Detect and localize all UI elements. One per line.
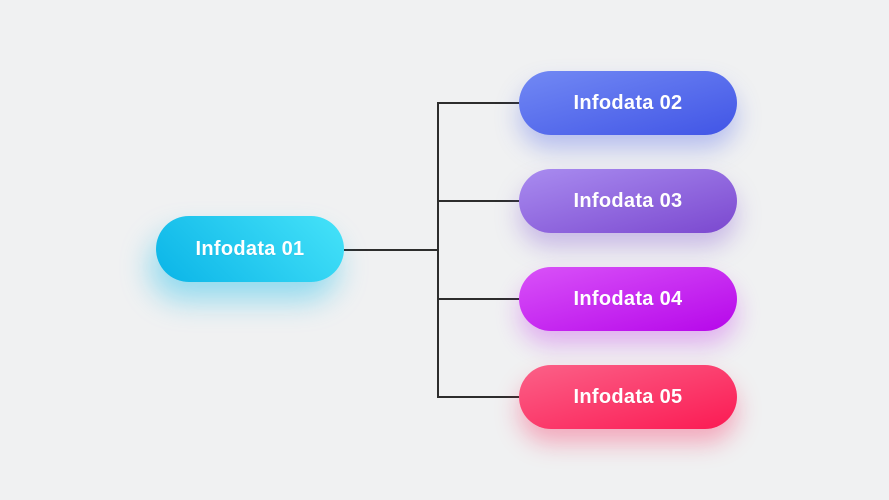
node-infodata-01-label: Infodata 01	[195, 237, 305, 260]
node-infodata-02[interactable]: Infodata 02	[519, 71, 737, 135]
node-infodata-05-label: Infodata 05	[573, 385, 683, 408]
connector-branch-infodata-02	[438, 102, 519, 104]
node-infodata-04[interactable]: Infodata 04	[519, 267, 737, 331]
connector-root-to-trunk	[344, 249, 438, 251]
node-infodata-01[interactable]: Infodata 01	[156, 216, 344, 282]
connector-branch-infodata-03	[438, 200, 519, 202]
node-infodata-05[interactable]: Infodata 05	[519, 365, 737, 429]
connector-branch-infodata-04	[438, 298, 519, 300]
node-infodata-03[interactable]: Infodata 03	[519, 169, 737, 233]
node-infodata-03-label: Infodata 03	[573, 189, 683, 212]
node-infodata-02-label: Infodata 02	[573, 91, 683, 114]
connector-branch-infodata-05	[438, 396, 519, 398]
connector-trunk-vertical	[437, 102, 439, 398]
node-infodata-04-label: Infodata 04	[573, 287, 683, 310]
